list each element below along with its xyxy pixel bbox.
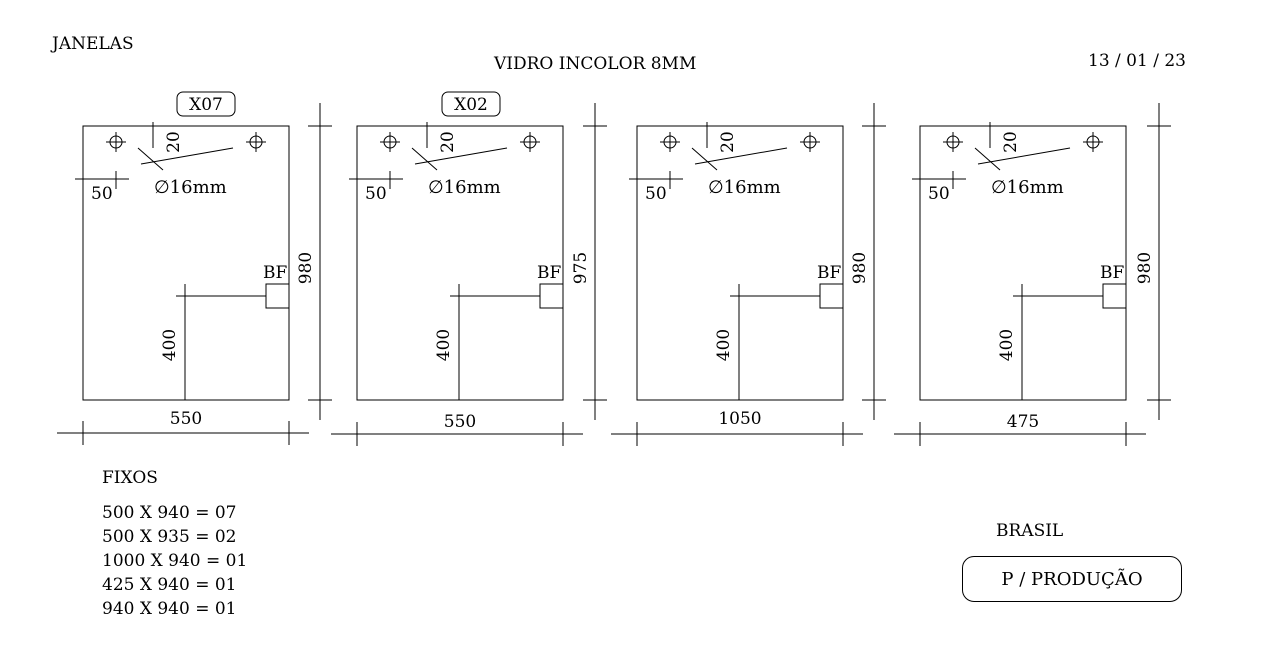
lock-cutout-box xyxy=(265,283,290,309)
leader-line xyxy=(977,147,1071,165)
fixed-panels-list: 500 X 940 = 07 500 X 935 = 02 1000 X 940… xyxy=(102,501,247,621)
lock-label: BF xyxy=(263,263,287,283)
lock-cutout-box xyxy=(539,283,564,309)
hole-diameter-label: ∅16mm xyxy=(708,177,781,198)
hole-offset-y-label: 20 xyxy=(1001,131,1021,153)
production-status-label: P / PRODUÇÃO xyxy=(1001,568,1143,590)
panel-outline xyxy=(82,125,290,401)
fixed-panel-item: 1000 X 940 = 01 xyxy=(102,551,248,571)
leader-line xyxy=(694,147,788,165)
hole-offset-x-label: 50 xyxy=(928,184,950,204)
glass-spec-title: VIDRO INCOLOR 8MM xyxy=(494,54,697,74)
drawing-date: 13 / 01 / 23 xyxy=(1088,51,1186,71)
panel-tag-box xyxy=(176,91,236,117)
panel-width-label: 550 xyxy=(170,409,202,429)
panel-tag: X07 xyxy=(189,95,223,115)
fixed-panel-item: 500 X 935 = 02 xyxy=(102,527,237,547)
hole-offset-x-label: 50 xyxy=(645,184,667,204)
panel-width-label: 475 xyxy=(1007,412,1039,432)
lock-label: BF xyxy=(537,263,561,283)
hole-offset-x-label: 50 xyxy=(365,184,387,204)
panel-outline xyxy=(636,125,844,401)
country-label: BRASIL xyxy=(996,521,1064,541)
panel-height-label: 980 xyxy=(850,252,870,284)
leader-line xyxy=(411,147,438,171)
panel-outline xyxy=(356,125,564,401)
hole-offset-x-label: 50 xyxy=(91,184,113,204)
panel-tag-box xyxy=(441,91,501,117)
fixed-panel-item: 940 X 940 = 01 xyxy=(102,599,237,619)
panel-width-label: 1050 xyxy=(718,409,761,429)
leader-line xyxy=(691,147,718,171)
lock-height-label: 400 xyxy=(714,329,734,361)
hole-offset-y-label: 20 xyxy=(164,131,184,153)
leader-line xyxy=(974,147,1001,171)
lock-label: BF xyxy=(1100,263,1124,283)
lock-cutout-box xyxy=(819,283,844,309)
panel-tag: X02 xyxy=(454,95,488,115)
fixed-panel-item: 425 X 940 = 01 xyxy=(102,575,237,595)
panel-outline xyxy=(919,125,1127,401)
leader-line xyxy=(140,147,234,165)
hole-offset-y-label: 20 xyxy=(718,131,738,153)
leader-line xyxy=(414,147,508,165)
hole-diameter-label: ∅16mm xyxy=(154,177,227,198)
lock-cutout-box xyxy=(1102,283,1127,309)
lock-height-label: 400 xyxy=(434,329,454,361)
fixed-panels-title: FIXOS xyxy=(102,468,158,488)
panel-height-label: 975 xyxy=(571,252,591,284)
hole-diameter-label: ∅16mm xyxy=(991,177,1064,198)
panel-width-label: 550 xyxy=(444,412,476,432)
lock-height-label: 400 xyxy=(997,329,1017,361)
panel-height-label: 980 xyxy=(296,252,316,284)
section-title: JANELAS xyxy=(52,34,134,54)
lock-label: BF xyxy=(817,263,841,283)
leader-line xyxy=(137,147,164,171)
fixed-panel-item: 500 X 940 = 07 xyxy=(102,503,237,523)
panel-height-label: 980 xyxy=(1135,252,1155,284)
hole-diameter-label: ∅16mm xyxy=(428,177,501,198)
production-status-box: P / PRODUÇÃO xyxy=(962,556,1182,602)
hole-offset-y-label: 20 xyxy=(438,131,458,153)
lock-height-label: 400 xyxy=(160,329,180,361)
